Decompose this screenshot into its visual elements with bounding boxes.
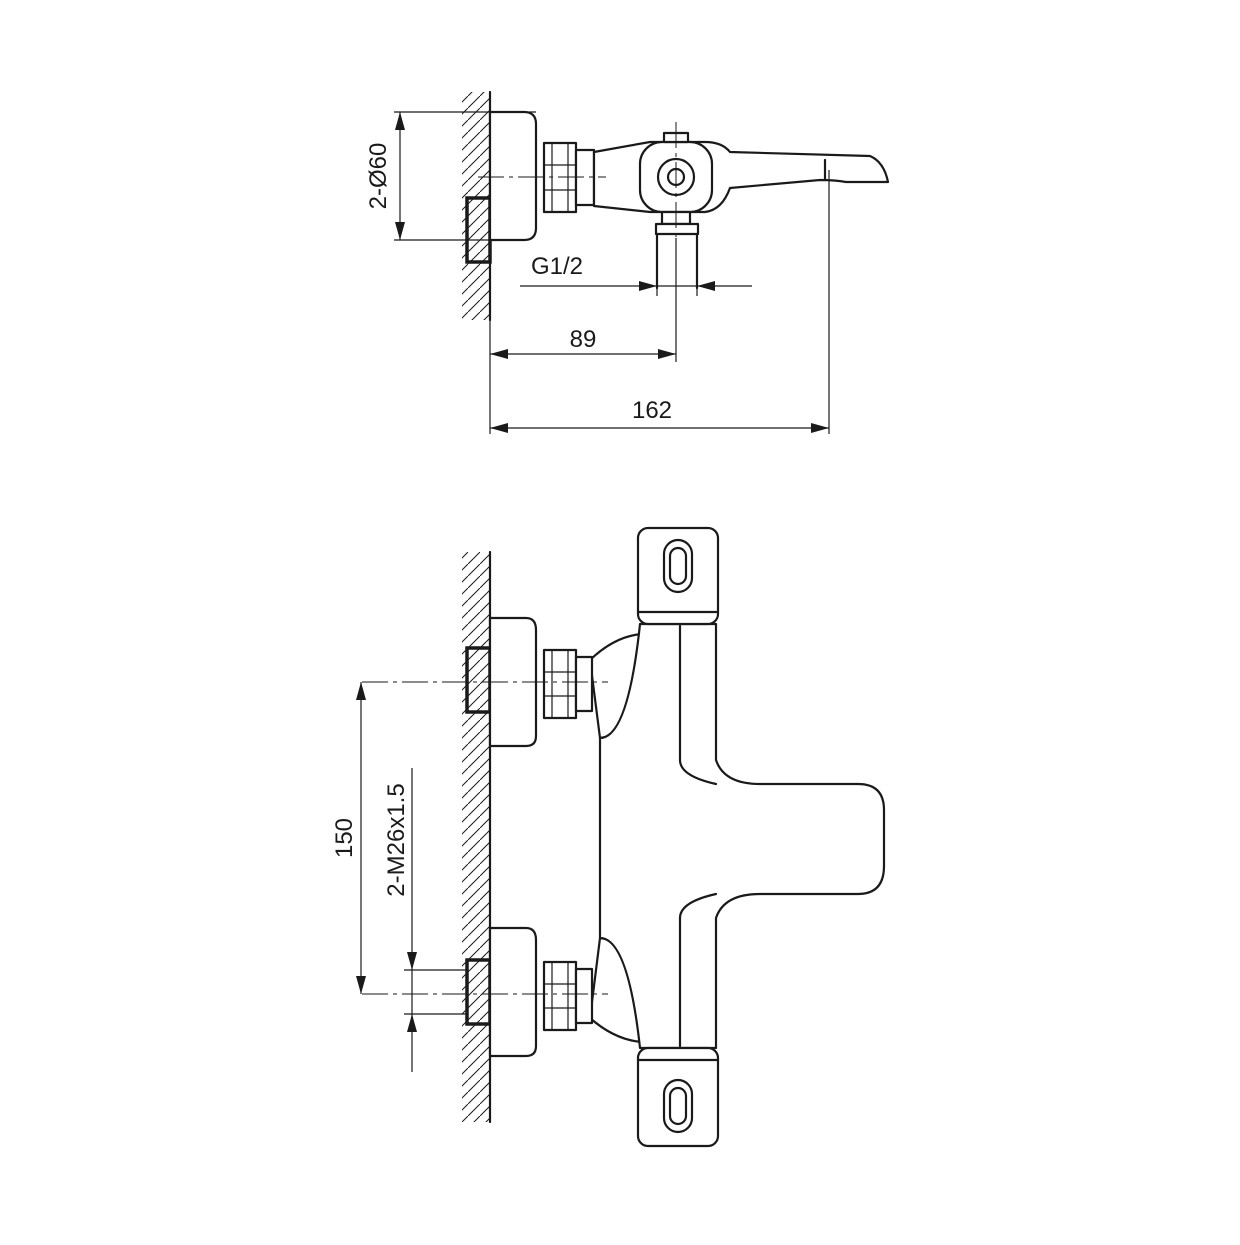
- dimension-outlet-offset: 89: [489, 238, 677, 362]
- dim-outlet-offset-label: 89: [570, 326, 597, 353]
- side-view: [462, 90, 890, 322]
- outlet-pipe-side: [654, 210, 700, 290]
- top-handle: [636, 526, 720, 626]
- dimension-outlet-thread: G1/2: [520, 253, 752, 296]
- dim-diameter-label: 2-Ø60: [365, 143, 392, 210]
- dimension-diameter: 2-Ø60: [365, 111, 536, 241]
- upper-inlet: [362, 616, 608, 748]
- dim-centers-label: 150: [331, 818, 358, 858]
- dim-inlet-thread-label: 2-M26x1.5: [383, 783, 410, 896]
- body-contour-lower: [678, 892, 718, 1048]
- dim-outlet-thread-label: G1/2: [531, 253, 583, 280]
- bottom-handle: [636, 1046, 720, 1148]
- mixer-body-front: [598, 622, 886, 1050]
- wall-rosette-side: [488, 110, 538, 242]
- dimension-centers: 150: [331, 682, 366, 994]
- dimension-total-depth: 162: [489, 170, 830, 434]
- lower-inlet: [362, 926, 608, 1058]
- dimension-inlet-thread: 2-M26x1.5: [383, 768, 467, 1072]
- wall-front: [462, 550, 492, 1124]
- front-view: [362, 526, 886, 1148]
- mixer-body-side: [592, 140, 890, 214]
- body-contour-upper: [678, 624, 718, 786]
- dim-total-depth-label: 162: [632, 397, 672, 424]
